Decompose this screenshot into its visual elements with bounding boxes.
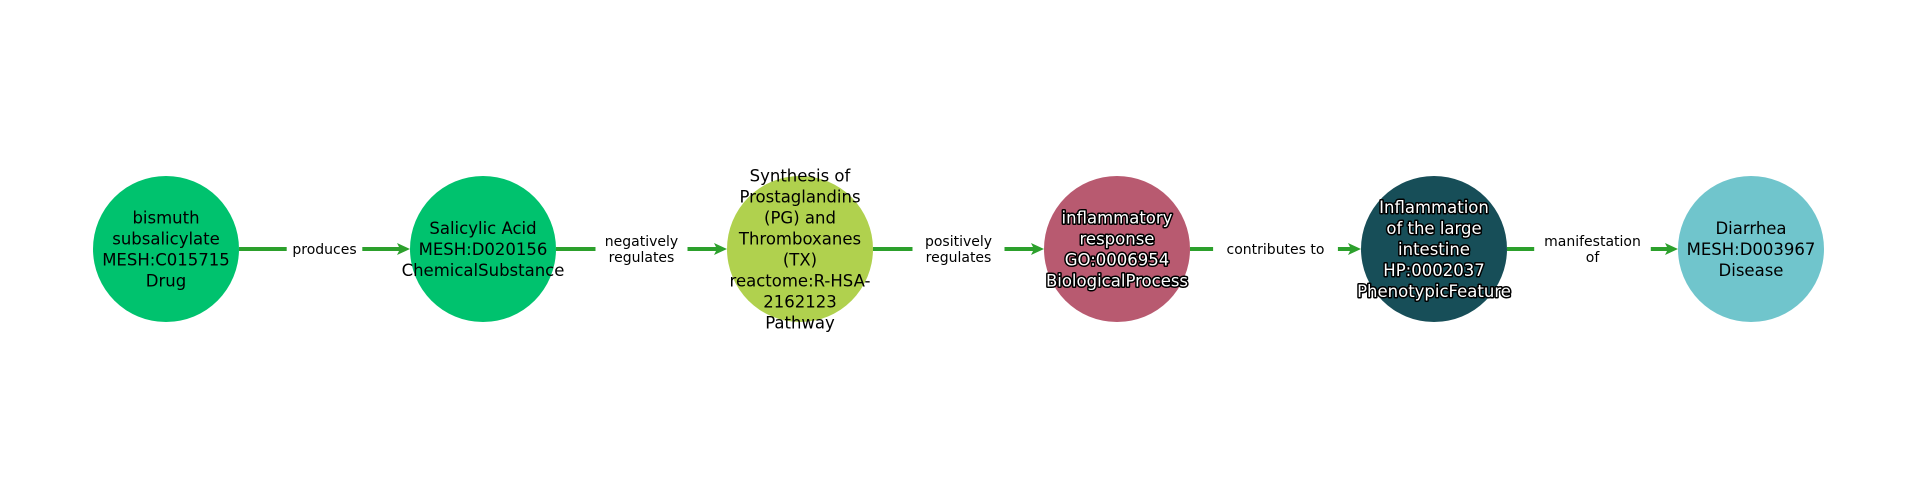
arrowhead-icon	[397, 243, 410, 255]
edge-label-background	[1534, 230, 1651, 268]
node-circle[interactable]	[93, 176, 239, 322]
node-circle[interactable]	[410, 176, 556, 322]
node-label: ChemicalSubstance	[402, 261, 565, 280]
node-label: (PG) and	[764, 209, 836, 228]
node-label: intestine	[1398, 240, 1470, 259]
arrowhead-icon	[1348, 243, 1361, 255]
edge-label-background	[595, 230, 688, 268]
edge-label: regulates	[926, 250, 992, 266]
arrowhead-icon	[1031, 243, 1044, 255]
edge-label: manifestation	[1544, 234, 1641, 250]
node-circle[interactable]	[1678, 176, 1824, 322]
node-label: reactome:R-HSA-	[730, 272, 871, 291]
node-1[interactable]: Salicylic AcidMESH:D020156ChemicalSubsta…	[402, 176, 565, 322]
node-label: Diarrhea	[1715, 219, 1786, 238]
node-label: of the large	[1386, 219, 1481, 238]
node-label: Salicylic Acid	[429, 219, 536, 238]
arrowhead-icon	[714, 243, 727, 255]
node-label: HP:0002037	[1383, 261, 1484, 280]
node-3[interactable]: inflammatory responseGO:0006954Biological…	[1044, 176, 1190, 322]
node-label: MESH:D003967	[1687, 240, 1816, 259]
node-label: Prostaglandins	[739, 188, 860, 207]
node-label: Pathway	[765, 314, 835, 333]
edge-label: of	[1586, 250, 1601, 266]
node-label: response	[1080, 230, 1155, 249]
edge-label: contributes to	[1227, 242, 1325, 258]
node-label: (TX)	[783, 251, 817, 270]
node-4[interactable]: Inflammation of the large intestineHP:0002…	[1356, 176, 1512, 322]
edge-3: contributes to	[1190, 238, 1361, 260]
arrowhead-icon	[1665, 243, 1678, 255]
edge-label-background	[286, 238, 363, 260]
node-label: 2162123	[763, 293, 837, 312]
edge-label: positively	[925, 234, 992, 250]
edge-0: produces	[239, 238, 410, 260]
node-label: bismuth	[132, 209, 199, 228]
node-label: GO:0006954	[1065, 251, 1170, 270]
node-label: Disease	[1719, 261, 1784, 280]
node-circle[interactable]	[1044, 176, 1190, 322]
edge-label: regulates	[609, 250, 675, 266]
edge-label: produces	[292, 242, 356, 258]
node-label: MESH:C015715	[102, 251, 230, 270]
node-label: BiologicalProcess	[1046, 272, 1188, 291]
edge-label-background	[1213, 238, 1338, 260]
node-label: Synthesis of	[750, 167, 852, 186]
node-label: MESH:D020156	[419, 240, 548, 259]
node-circle[interactable]	[1361, 176, 1507, 322]
node-label: Thromboxanes	[738, 230, 861, 249]
node-label: inflammatory	[1062, 209, 1173, 228]
edge-label: negatively	[605, 234, 678, 250]
node-label: Drug	[146, 272, 186, 291]
node-label: Inflammation	[1379, 198, 1489, 217]
node-label: PhenotypicFeature	[1357, 282, 1511, 301]
edge-label-background	[912, 230, 1005, 268]
node-label: subsalicylate	[112, 230, 220, 249]
node-2[interactable]: Synthesis of Prostaglandins (PG) andThromb…	[727, 167, 873, 333]
node-circle[interactable]	[727, 176, 873, 322]
